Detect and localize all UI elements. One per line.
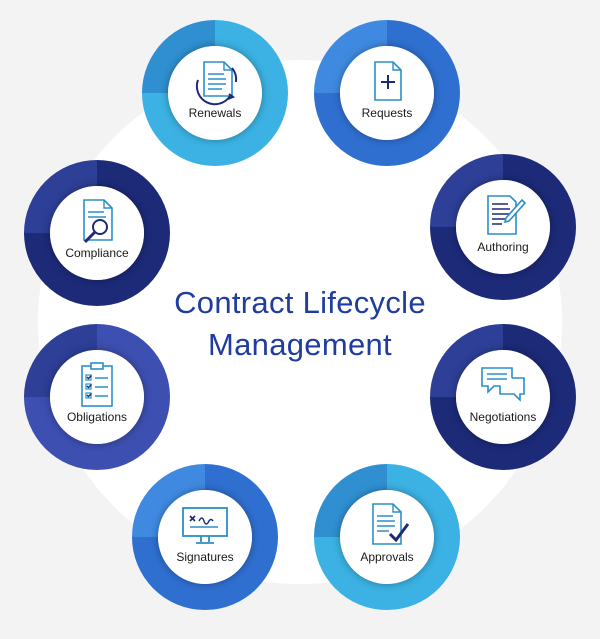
stage-ring	[24, 160, 170, 306]
stage-obligations: Obligations	[22, 322, 172, 472]
document-refresh-icon	[195, 61, 238, 106]
stage-ring	[24, 324, 170, 470]
stage-label: Compliance	[65, 246, 129, 260]
document-plus-icon	[374, 61, 402, 101]
document-pen-icon	[487, 195, 527, 235]
stage-label: Signatures	[176, 550, 234, 564]
center-circle	[38, 60, 562, 584]
stage-label: Authoring	[477, 240, 529, 254]
stage-approvals: Approvals	[312, 462, 462, 612]
chat-bubbles-icon	[481, 367, 525, 402]
stage-ring	[314, 20, 460, 166]
stage-label: Obligations	[66, 410, 128, 424]
clipboard-checklist-icon	[81, 362, 113, 407]
stage-label: Renewals	[188, 106, 242, 120]
title-line-2: Management	[208, 327, 392, 362]
diagram-title: Contract Lifecycle Management	[100, 282, 500, 366]
stage-ring	[430, 324, 576, 470]
stage-renewals: Renewals	[140, 18, 290, 168]
title-line-1: Contract Lifecycle	[174, 285, 426, 320]
monitor-signature-icon	[182, 507, 228, 544]
stage-negotiations: Negotiations	[428, 322, 578, 472]
stage-ring	[142, 20, 288, 166]
stage-disk	[158, 490, 252, 584]
stage-signatures: Signatures	[130, 462, 280, 612]
stage-requests: Requests	[312, 18, 462, 168]
stage-ring	[132, 464, 278, 610]
stage-ring	[430, 154, 576, 300]
stage-label: Negotiations	[469, 410, 537, 424]
stage-label: Requests	[361, 106, 413, 120]
stage-authoring: Authoring	[428, 152, 578, 302]
stage-label: Approvals	[360, 550, 414, 564]
stage-compliance: Compliance	[22, 158, 172, 308]
document-check-icon	[372, 503, 410, 545]
document-magnifier-icon	[83, 199, 113, 244]
stage-ring	[314, 464, 460, 610]
stage-disk	[456, 350, 550, 444]
